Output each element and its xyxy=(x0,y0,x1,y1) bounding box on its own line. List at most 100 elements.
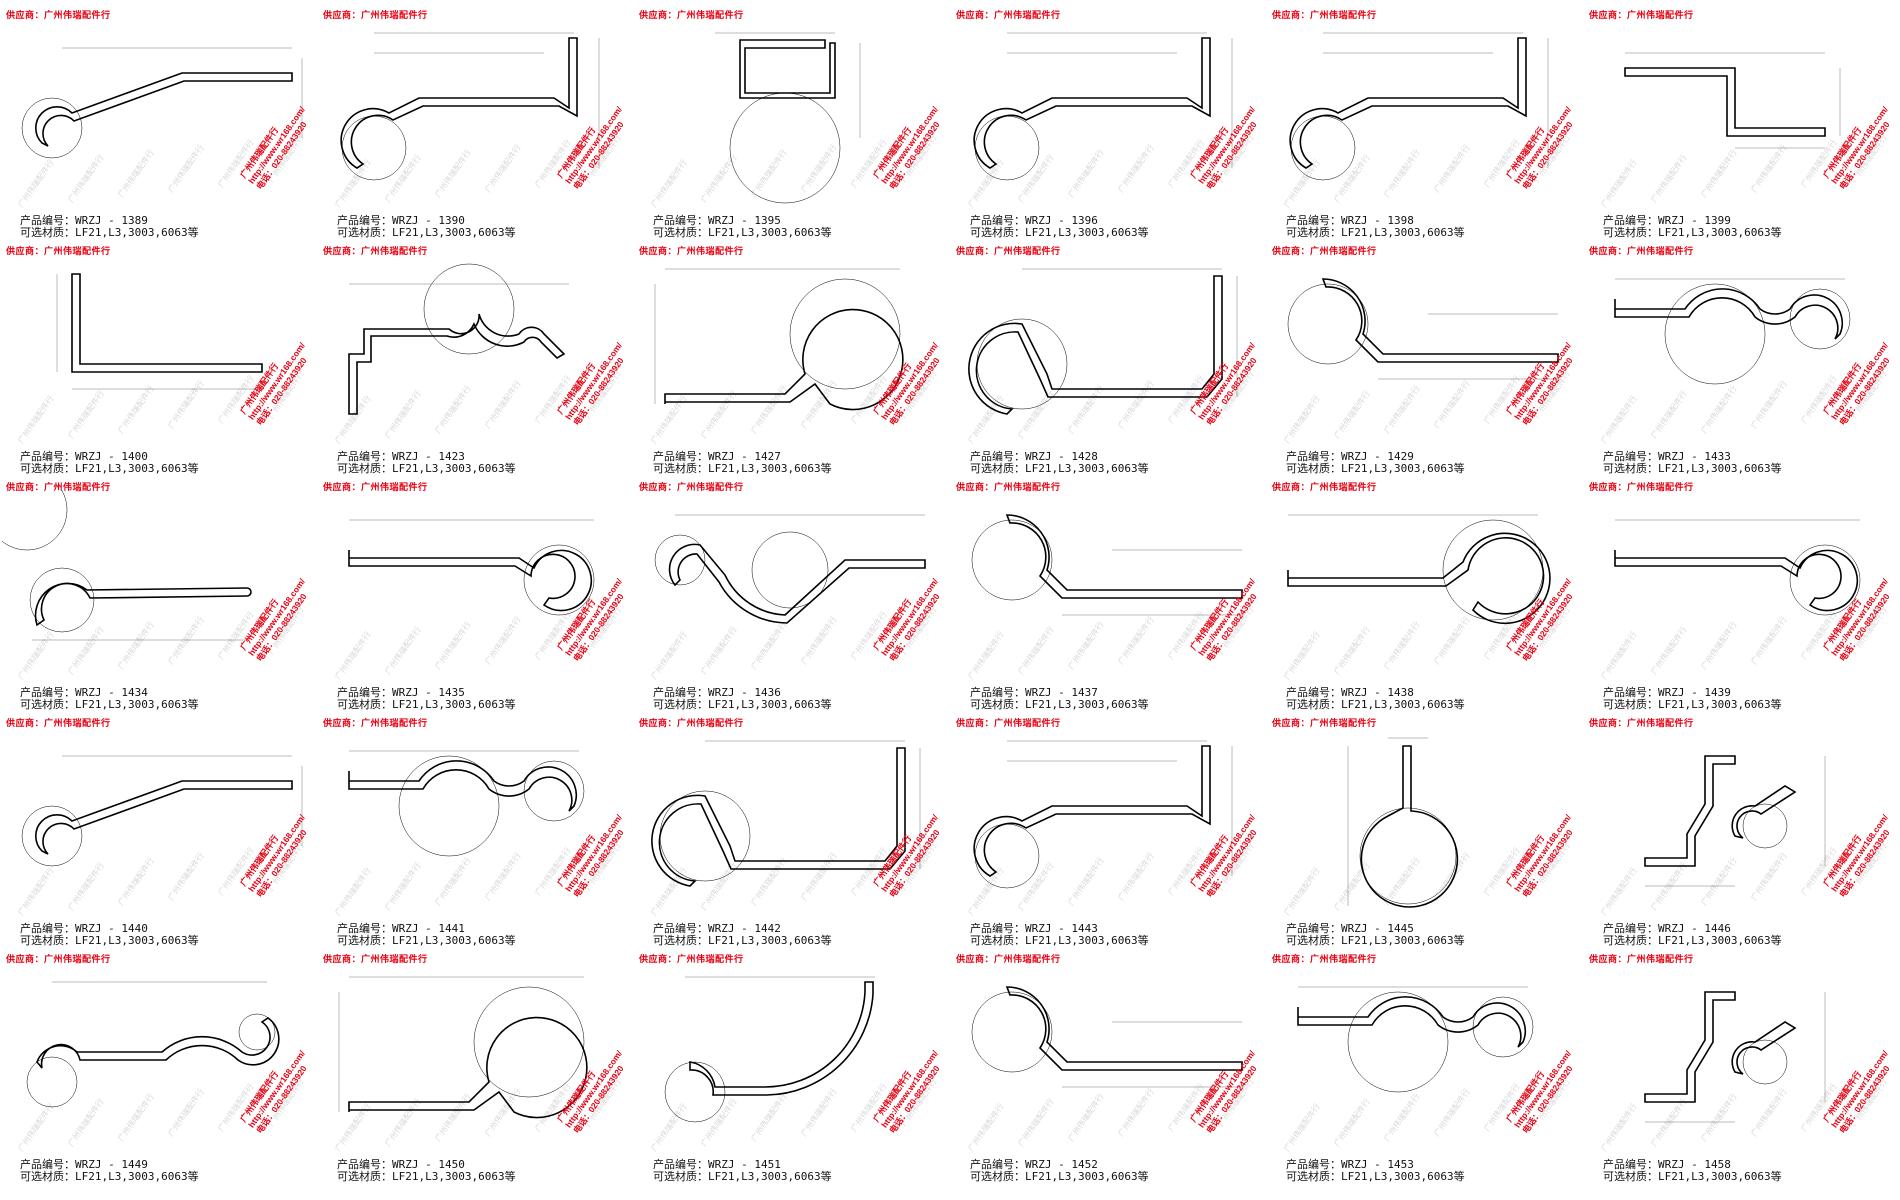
svg-text:广州伟瑞配件行: 广州伟瑞配件行 xyxy=(1331,861,1371,913)
product-card: 供应商：广州伟瑞配件行广州伟瑞配件行广州伟瑞配件行广州伟瑞配件行广州伟瑞配件行广… xyxy=(317,944,633,1183)
material-options: 可选材质：LF21,L3,3003,6063等 xyxy=(337,698,516,711)
svg-text:广州伟瑞配件行: 广州伟瑞配件行 xyxy=(115,1092,155,1144)
svg-text:广州伟瑞配件行: 广州伟瑞配件行 xyxy=(1748,615,1788,667)
profile-drawing: 广州伟瑞配件行广州伟瑞配件行广州伟瑞配件行广州伟瑞配件行广州伟瑞配件行广州伟瑞配… xyxy=(319,726,631,922)
svg-text:广州伟瑞配件行: 广州伟瑞配件行 xyxy=(65,861,105,913)
profile-drawing: 广州伟瑞配件行广州伟瑞配件行广州伟瑞配件行广州伟瑞配件行广州伟瑞配件行广州伟瑞配… xyxy=(1268,490,1580,686)
product-card: 供应商：广州伟瑞配件行广州伟瑞配件行广州伟瑞配件行广州伟瑞配件行广州伟瑞配件行广… xyxy=(0,0,316,239)
svg-text:广州伟瑞配件行: 广州伟瑞配件行 xyxy=(382,625,422,677)
profile-drawing: 广州伟瑞配件行广州伟瑞配件行广州伟瑞配件行广州伟瑞配件行广州伟瑞配件行广州伟瑞配… xyxy=(952,18,1264,214)
svg-text:广州伟瑞配件行: 广州伟瑞配件行 xyxy=(482,1087,522,1139)
svg-text:广州伟瑞配件行: 广州伟瑞配件行 xyxy=(1065,856,1105,908)
profile-drawing: 广州伟瑞配件行广州伟瑞配件行广州伟瑞配件行广州伟瑞配件行广州伟瑞配件行广州伟瑞配… xyxy=(952,962,1264,1158)
product-code: 产品编号：WRZJ - 1396 xyxy=(970,214,1098,227)
product-code: 产品编号：WRZJ - 1433 xyxy=(1603,450,1731,463)
svg-text:广州伟瑞配件行: 广州伟瑞配件行 xyxy=(1331,389,1371,441)
svg-text:广州伟瑞配件行: 广州伟瑞配件行 xyxy=(1598,394,1638,446)
product-card: 供应商：广州伟瑞配件行广州伟瑞配件行广州伟瑞配件行广州伟瑞配件行广州伟瑞配件行广… xyxy=(1583,708,1899,947)
product-card: 供应商：广州伟瑞配件行广州伟瑞配件行广州伟瑞配件行广州伟瑞配件行广州伟瑞配件行广… xyxy=(1266,0,1582,239)
svg-text:广州伟瑞配件行: 广州伟瑞配件行 xyxy=(15,630,55,682)
svg-text:广州伟瑞配件行: 广州伟瑞配件行 xyxy=(165,851,205,903)
material-options: 可选材质：LF21,L3,3003,6063等 xyxy=(1603,226,1782,239)
svg-text:广州伟瑞配件行: 广州伟瑞配件行 xyxy=(1381,1092,1421,1144)
supplier-label: 供应商：广州伟瑞配件行 xyxy=(639,482,744,492)
product-code: 产品编号：WRZJ - 1452 xyxy=(970,1158,1098,1171)
profile-drawing: 广州伟瑞配件行广州伟瑞配件行广州伟瑞配件行广州伟瑞配件行广州伟瑞配件行广州伟瑞配… xyxy=(2,490,314,686)
svg-text:广州伟瑞配件行: 广州伟瑞配件行 xyxy=(332,630,372,682)
svg-text:广州伟瑞配件行: 广州伟瑞配件行 xyxy=(1748,379,1788,431)
svg-text:广州伟瑞配件行: 广州伟瑞配件行 xyxy=(15,1102,55,1154)
product-code: 产品编号：WRZJ - 1443 xyxy=(970,922,1098,935)
material-options: 可选材质：LF21,L3,3003,6063等 xyxy=(1286,462,1465,475)
svg-text:广州伟瑞配件行: 广州伟瑞配件行 xyxy=(1281,630,1321,682)
product-code: 产品编号：WRZJ - 1428 xyxy=(970,450,1098,463)
svg-text:广州伟瑞配件行: 广州伟瑞配件行 xyxy=(332,866,372,918)
svg-text:广州伟瑞配件行: 广州伟瑞配件行 xyxy=(332,394,372,446)
svg-text:广州伟瑞配件行: 广州伟瑞配件行 xyxy=(1698,620,1738,672)
svg-text:广州伟瑞配件行: 广州伟瑞配件行 xyxy=(165,143,205,195)
material-options: 可选材质：LF21,L3,3003,6063等 xyxy=(970,226,1149,239)
profile-drawing: 广州伟瑞配件行广州伟瑞配件行广州伟瑞配件行广州伟瑞配件行广州伟瑞配件行广州伟瑞配… xyxy=(952,726,1264,922)
product-card: 供应商：广州伟瑞配件行广州伟瑞配件行广州伟瑞配件行广州伟瑞配件行广州伟瑞配件行广… xyxy=(0,472,316,711)
profile-drawing: 广州伟瑞配件行广州伟瑞配件行广州伟瑞配件行广州伟瑞配件行广州伟瑞配件行广州伟瑞配… xyxy=(1585,254,1897,450)
material-options: 可选材质：LF21,L3,3003,6063等 xyxy=(1286,1170,1465,1183)
product-card: 供应商：广州伟瑞配件行广州伟瑞配件行广州伟瑞配件行广州伟瑞配件行广州伟瑞配件行广… xyxy=(633,944,949,1183)
product-code: 产品编号：WRZJ - 1398 xyxy=(1286,214,1414,227)
svg-text:广州伟瑞配件行: 广州伟瑞配件行 xyxy=(65,625,105,677)
supplier-label: 供应商：广州伟瑞配件行 xyxy=(6,246,111,256)
svg-text:广州伟瑞配件行: 广州伟瑞配件行 xyxy=(1648,1097,1688,1149)
product-card: 供应商：广州伟瑞配件行广州伟瑞配件行广州伟瑞配件行广州伟瑞配件行广州伟瑞配件行广… xyxy=(633,236,949,475)
profile-drawing: 广州伟瑞配件行广州伟瑞配件行广州伟瑞配件行广州伟瑞配件行广州伟瑞配件行广州伟瑞配… xyxy=(635,490,947,686)
profile-drawing: 广州伟瑞配件行广州伟瑞配件行广州伟瑞配件行广州伟瑞配件行广州伟瑞配件行广州伟瑞配… xyxy=(1268,726,1580,922)
svg-text:广州伟瑞配件行: 广州伟瑞配件行 xyxy=(482,379,522,431)
supplier-label: 供应商：广州伟瑞配件行 xyxy=(323,954,428,964)
svg-text:广州伟瑞配件行: 广州伟瑞配件行 xyxy=(1065,384,1105,436)
supplier-label: 供应商：广州伟瑞配件行 xyxy=(639,718,744,728)
product-code: 产品编号：WRZJ - 1399 xyxy=(1603,214,1731,227)
product-card: 供应商：广州伟瑞配件行广州伟瑞配件行广州伟瑞配件行广州伟瑞配件行广州伟瑞配件行广… xyxy=(1266,236,1582,475)
supplier-label: 供应商：广州伟瑞配件行 xyxy=(956,482,1061,492)
material-options: 可选材质：LF21,L3,3003,6063等 xyxy=(20,934,199,947)
svg-text:广州伟瑞配件行: 广州伟瑞配件行 xyxy=(1748,851,1788,903)
material-options: 可选材质：LF21,L3,3003,6063等 xyxy=(653,1170,832,1183)
profile-drawing: 广州伟瑞配件行广州伟瑞配件行广州伟瑞配件行广州伟瑞配件行广州伟瑞配件行广州伟瑞配… xyxy=(2,726,314,922)
svg-text:广州伟瑞配件行: 广州伟瑞配件行 xyxy=(1281,866,1321,918)
material-options: 可选材质：LF21,L3,3003,6063等 xyxy=(1603,934,1782,947)
product-code: 产品编号：WRZJ - 1423 xyxy=(337,450,465,463)
profile-drawing: 广州伟瑞配件行广州伟瑞配件行广州伟瑞配件行广州伟瑞配件行广州伟瑞配件行广州伟瑞配… xyxy=(952,490,1264,686)
svg-text:广州伟瑞配件行: 广州伟瑞配件行 xyxy=(648,158,688,210)
material-options: 可选材质：LF21,L3,3003,6063等 xyxy=(1286,934,1465,947)
svg-text:广州伟瑞配件行: 广州伟瑞配件行 xyxy=(382,389,422,441)
svg-text:广州伟瑞配件行: 广州伟瑞配件行 xyxy=(1431,1087,1471,1139)
svg-text:广州伟瑞配件行: 广州伟瑞配件行 xyxy=(15,866,55,918)
product-card: 供应商：广州伟瑞配件行广州伟瑞配件行广州伟瑞配件行广州伟瑞配件行广州伟瑞配件行广… xyxy=(633,472,949,711)
svg-text:广州伟瑞配件行: 广州伟瑞配件行 xyxy=(798,851,838,903)
material-options: 可选材质：LF21,L3,3003,6063等 xyxy=(653,226,832,239)
product-card: 供应商：广州伟瑞配件行广州伟瑞配件行广州伟瑞配件行广州伟瑞配件行广州伟瑞配件行广… xyxy=(950,708,1266,947)
material-options: 可选材质：LF21,L3,3003,6063等 xyxy=(1286,698,1465,711)
svg-text:广州伟瑞配件行: 广州伟瑞配件行 xyxy=(1698,856,1738,908)
svg-text:广州伟瑞配件行: 广州伟瑞配件行 xyxy=(1015,1097,1055,1149)
profile-drawing: 广州伟瑞配件行广州伟瑞配件行广州伟瑞配件行广州伟瑞配件行广州伟瑞配件行广州伟瑞配… xyxy=(2,18,314,214)
product-card: 供应商：广州伟瑞配件行广州伟瑞配件行广州伟瑞配件行广州伟瑞配件行广州伟瑞配件行广… xyxy=(1266,472,1582,711)
svg-text:广州伟瑞配件行: 广州伟瑞配件行 xyxy=(698,389,738,441)
product-card: 供应商：广州伟瑞配件行广州伟瑞配件行广州伟瑞配件行广州伟瑞配件行广州伟瑞配件行广… xyxy=(950,944,1266,1183)
svg-text:广州伟瑞配件行: 广州伟瑞配件行 xyxy=(748,1092,788,1144)
product-code: 产品编号：WRZJ - 1438 xyxy=(1286,686,1414,699)
product-card: 供应商：广州伟瑞配件行广州伟瑞配件行广州伟瑞配件行广州伟瑞配件行广州伟瑞配件行广… xyxy=(0,944,316,1183)
supplier-label: 供应商：广州伟瑞配件行 xyxy=(1589,246,1694,256)
svg-text:广州伟瑞配件行: 广州伟瑞配件行 xyxy=(1648,861,1688,913)
svg-text:广州伟瑞配件行: 广州伟瑞配件行 xyxy=(165,379,205,431)
profile-drawing: 广州伟瑞配件行广州伟瑞配件行广州伟瑞配件行广州伟瑞配件行广州伟瑞配件行广州伟瑞配… xyxy=(319,962,631,1158)
product-card: 供应商：广州伟瑞配件行广州伟瑞配件行广州伟瑞配件行广州伟瑞配件行广州伟瑞配件行广… xyxy=(0,236,316,475)
profile-drawing: 广州伟瑞配件行广州伟瑞配件行广州伟瑞配件行广州伟瑞配件行广州伟瑞配件行广州伟瑞配… xyxy=(635,962,947,1158)
profile-drawing: 广州伟瑞配件行广州伟瑞配件行广州伟瑞配件行广州伟瑞配件行广州伟瑞配件行广州伟瑞配… xyxy=(635,726,947,922)
material-options: 可选材质：LF21,L3,3003,6063等 xyxy=(653,462,832,475)
svg-text:广州伟瑞配件行: 广州伟瑞配件行 xyxy=(1065,148,1105,200)
material-options: 可选材质：LF21,L3,3003,6063等 xyxy=(653,934,832,947)
product-code: 产品编号：WRZJ - 1434 xyxy=(20,686,148,699)
supplier-label: 供应商：广州伟瑞配件行 xyxy=(1589,482,1694,492)
svg-text:广州伟瑞配件行: 广州伟瑞配件行 xyxy=(648,866,688,918)
product-code: 产品编号：WRZJ - 1458 xyxy=(1603,1158,1731,1171)
profile-drawing: 广州伟瑞配件行广州伟瑞配件行广州伟瑞配件行广州伟瑞配件行广州伟瑞配件行广州伟瑞配… xyxy=(319,18,631,214)
